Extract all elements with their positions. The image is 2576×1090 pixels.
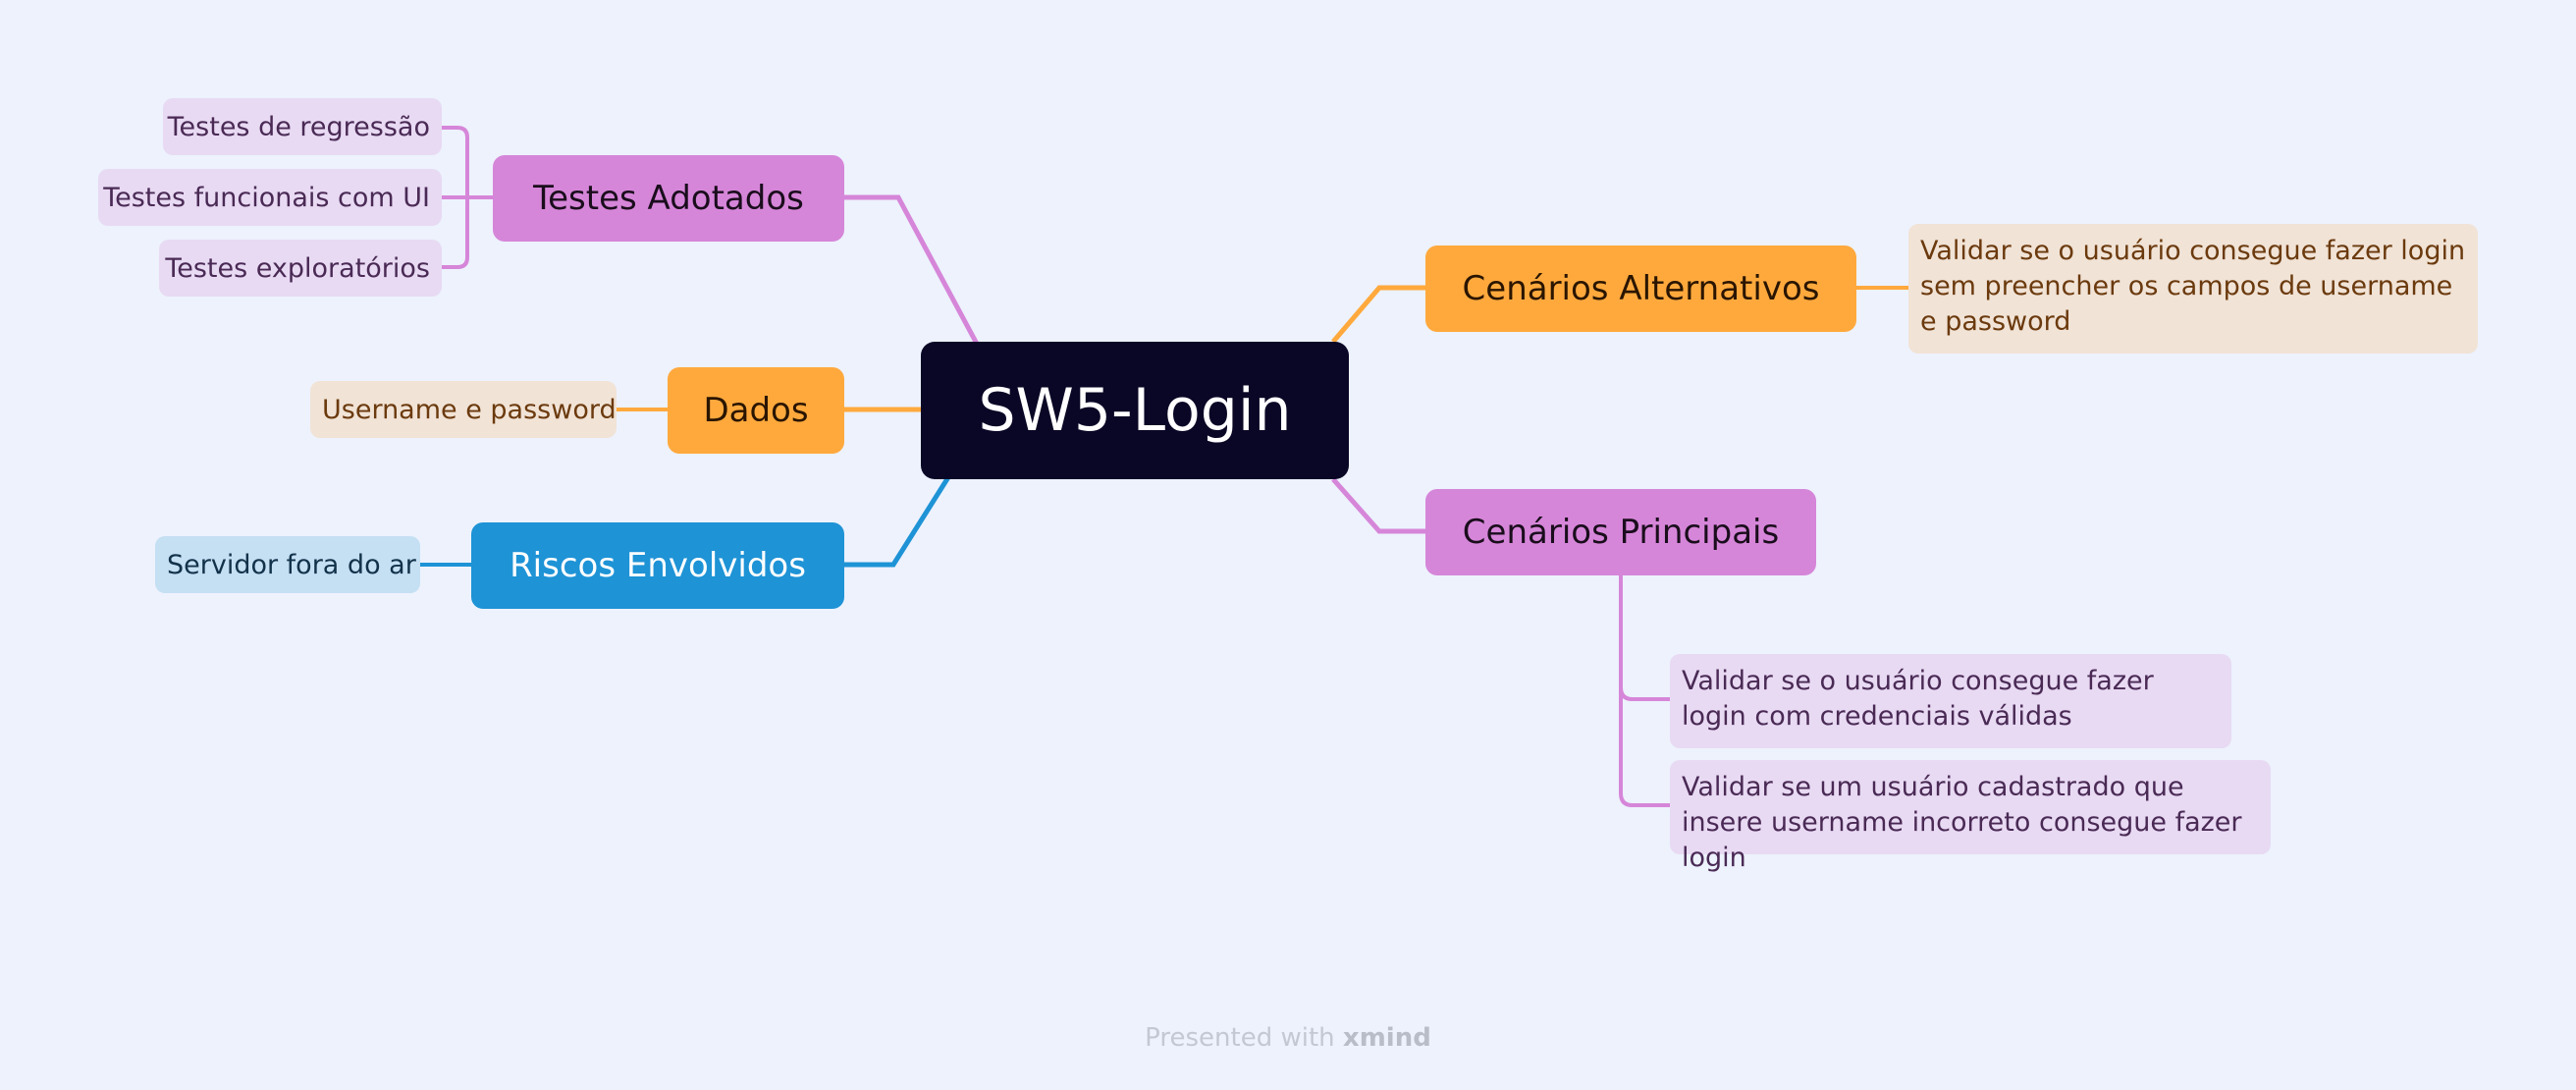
subtopic-username-password[interactable]: Username e password — [310, 381, 617, 438]
subtopic-testes-regressao[interactable]: Testes de regressão — [163, 98, 442, 155]
topic-dados[interactable]: Dados — [668, 367, 844, 454]
topic-testes-adotados-label: Testes Adotados — [533, 179, 804, 218]
root-topic[interactable]: SW5-Login — [921, 342, 1349, 479]
topic-cenarios-principais-label: Cenários Principais — [1462, 513, 1780, 552]
subtopic-label: Validar se o usuário consegue fazer logi… — [1920, 236, 2466, 337]
presented-with-footer: Presented with xmind — [0, 1023, 2576, 1053]
topic-cenarios-alternativos[interactable]: Cenários Alternativos — [1425, 245, 1856, 332]
xmind-logo: xmind — [1342, 1023, 1431, 1053]
topic-riscos-envolvidos[interactable]: Riscos Envolvidos — [471, 522, 844, 609]
subtopic-username-incorreto[interactable]: Validar se um usuário cadastrado que ins… — [1670, 760, 2271, 873]
subtopic-label: Testes funcionais com UI — [103, 182, 430, 213]
subtopic-label: Servidor fora do ar — [167, 549, 416, 580]
topic-cenarios-principais[interactable]: Cenários Principais — [1425, 489, 1816, 575]
subtopic-label: Testes de regressão — [167, 111, 430, 142]
footer-prefix: Presented with — [1145, 1023, 1335, 1053]
subtopic-label: Validar se um usuário cadastrado que ins… — [1682, 772, 2242, 873]
topic-riscos-envolvidos-label: Riscos Envolvidos — [510, 546, 806, 585]
link-testes-adotados — [844, 194, 980, 346]
subtopic-label: Validar se o usuário consegue fazer logi… — [1682, 666, 2154, 732]
link-cenarios-alternativos — [1331, 285, 1425, 344]
subtopic-label: Testes exploratórios — [165, 252, 430, 284]
topic-cenarios-alternativos-label: Cenários Alternativos — [1462, 269, 1820, 308]
subtopic-testes-exploratorios[interactable]: Testes exploratórios — [159, 240, 442, 297]
link-leaf-bracket — [442, 126, 469, 269]
link-riscos — [844, 475, 951, 568]
subtopic-label: Username e password — [322, 394, 617, 425]
subtopic-servidor-fora[interactable]: Servidor fora do ar — [155, 536, 420, 593]
topic-dados-label: Dados — [703, 391, 809, 430]
subtopic-credenciais-validas[interactable]: Validar se o usuário consegue fazer logi… — [1670, 654, 2231, 748]
subtopic-testes-funcionais[interactable]: Testes funcionais com UI — [98, 169, 442, 226]
link-leaf-principais — [1619, 574, 1670, 807]
link-cenarios-principais — [1331, 477, 1425, 534]
topic-testes-adotados[interactable]: Testes Adotados — [493, 155, 844, 242]
subtopic-login-sem-campos[interactable]: Validar se o usuário consegue fazer logi… — [1908, 224, 2478, 354]
root-topic-label: SW5-Login — [978, 376, 1292, 445]
